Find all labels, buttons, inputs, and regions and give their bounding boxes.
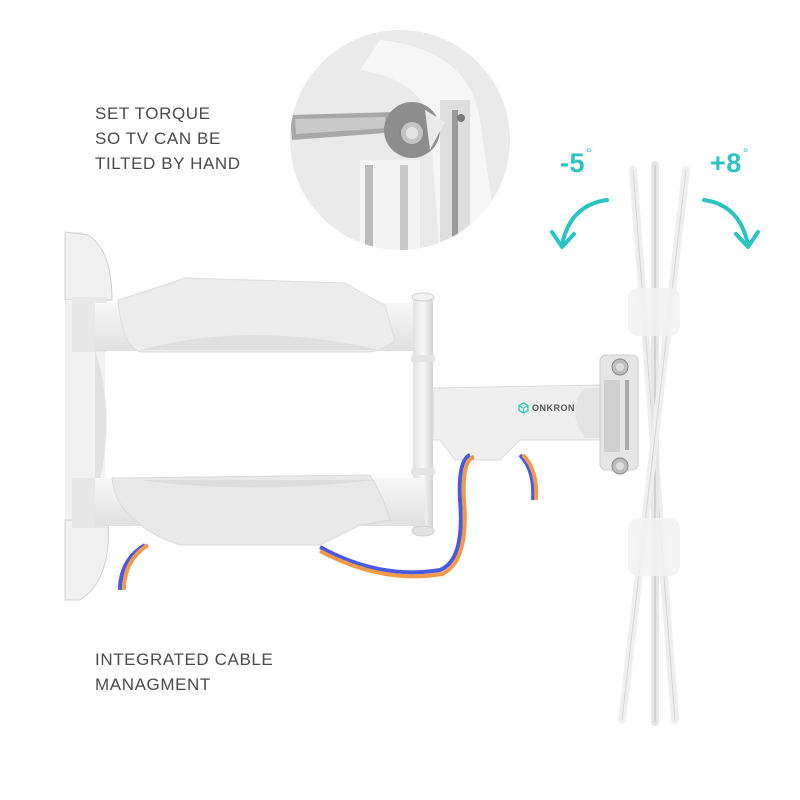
arrow-cw-icon	[702, 198, 750, 247]
upper-arm	[95, 277, 425, 353]
cable-caption: INTEGRATED CABLE MANAGMENT	[95, 650, 274, 694]
tilt-arrows	[550, 198, 760, 249]
lower-arm	[95, 474, 425, 546]
torque-inset	[290, 30, 510, 250]
brand-cube-icon	[518, 402, 529, 414]
arrow-ccw-icon	[560, 198, 609, 247]
wall-plate	[64, 231, 113, 601]
tilt-negative-label: -5°	[560, 145, 593, 178]
pivot-pole	[411, 292, 435, 537]
tilt-positive-label: +8°	[710, 145, 749, 178]
cable	[118, 453, 539, 591]
torque-caption: SET TORQUE SO TV CAN BE TILTED BY HAND	[95, 104, 241, 173]
brand-logo: ONKRON	[518, 402, 575, 414]
front-arm	[432, 384, 611, 461]
tilt-bracket	[599, 354, 639, 475]
tv-plate-rails	[618, 161, 690, 726]
